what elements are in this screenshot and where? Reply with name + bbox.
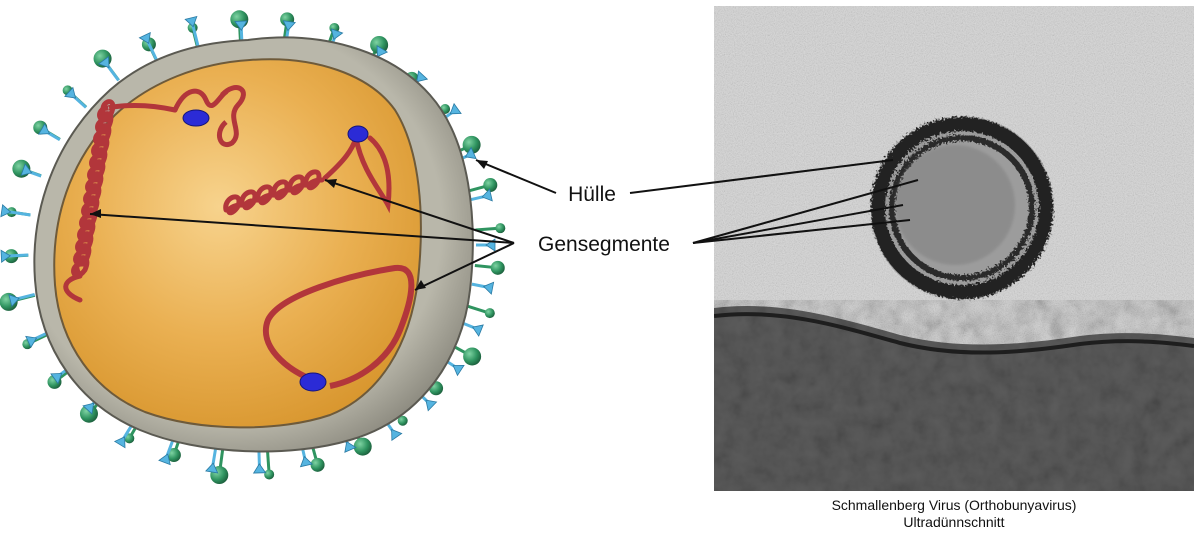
spike xyxy=(466,306,495,318)
label-gene-segments: Gensegmente xyxy=(538,233,670,256)
label-envelope: Hülle xyxy=(568,183,616,206)
spike xyxy=(22,333,50,349)
spike xyxy=(206,447,218,473)
spike xyxy=(475,261,505,275)
spike xyxy=(9,294,35,306)
electron-micrograph xyxy=(714,6,1194,491)
spike xyxy=(468,178,497,192)
spike xyxy=(254,450,266,473)
caption-title: Schmallenberg Virus (Orthobunyavirus) xyxy=(714,497,1194,514)
spike xyxy=(472,282,494,294)
spike xyxy=(235,21,247,40)
spike xyxy=(264,450,274,480)
virion-illustration xyxy=(0,10,505,484)
spike xyxy=(21,164,41,176)
caption-subtitle: Ultradünnschnitt xyxy=(714,514,1194,531)
